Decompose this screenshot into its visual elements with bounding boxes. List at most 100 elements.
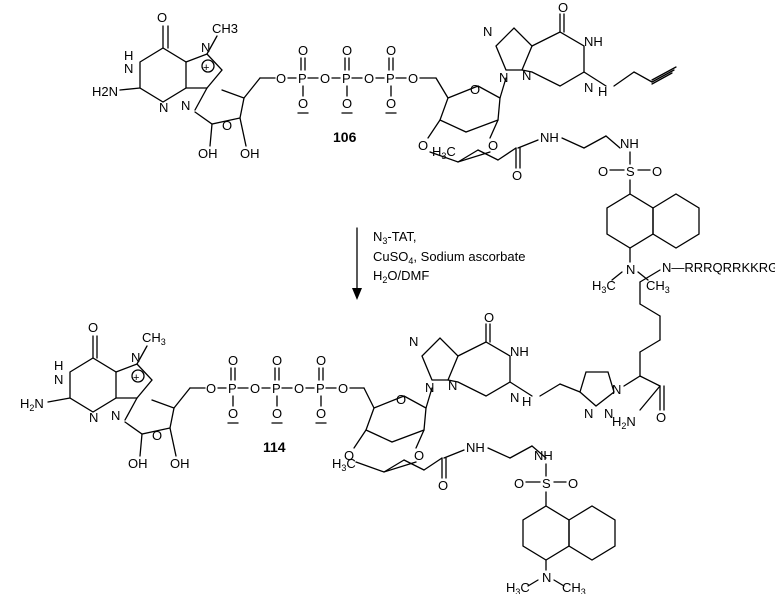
svg-text:O: O: [298, 96, 308, 111]
top-dansyl-methyl-2: CH3: [646, 278, 670, 295]
top-right-sugar: O O O H3C O NH NH S O O: [418, 77, 662, 195]
svg-text:N: N: [584, 80, 593, 95]
svg-text:O: O: [514, 476, 524, 491]
svg-text:O: O: [276, 71, 286, 86]
reagent-line-3: H2O/DMF: [373, 268, 429, 285]
svg-text:O: O: [298, 43, 308, 58]
reagent-line-2: CuSO4, Sodium ascorbate: [373, 249, 525, 266]
top-left-sugar: O OH OH: [194, 77, 276, 161]
bottom-right-base: O N N N NH N H: [409, 310, 581, 409]
top-dansyl: N H3C CH3: [592, 193, 700, 295]
svg-text:O: O: [598, 164, 608, 179]
reagent-line-1: N3-TAT,: [373, 229, 417, 246]
svg-text:N: N: [542, 570, 551, 585]
svg-text:N: N: [54, 372, 63, 387]
svg-text:S: S: [626, 164, 635, 179]
svg-text:P: P: [228, 381, 237, 396]
svg-text:O: O: [250, 381, 260, 396]
lysine-chain: N—RRRQRRKKRG O H2N: [612, 260, 775, 431]
svg-text:NH: NH: [584, 34, 603, 49]
svg-text:O: O: [484, 310, 494, 325]
compound-106: O CH3 H2N H N N N N + O OH OH O P: [92, 0, 700, 295]
svg-text:O: O: [438, 478, 448, 493]
svg-text:H: H: [522, 394, 531, 409]
top-dansyl-methyl-1: H3C: [592, 278, 616, 295]
svg-text:CH3: CH3: [562, 580, 586, 594]
svg-text:OH: OH: [128, 456, 148, 471]
bottom-dansyl: N H3C CH3: [506, 505, 616, 594]
svg-text:O: O: [418, 138, 428, 153]
svg-text:O: O: [512, 168, 522, 183]
bottom-right-sugar: O O O H3C O NH NH S O O: [332, 387, 578, 507]
svg-text:P: P: [316, 381, 325, 396]
svg-text:P: P: [342, 71, 351, 86]
compound-number-106: 106: [333, 129, 357, 145]
svg-text:NH: NH: [620, 136, 639, 151]
svg-text:OH: OH: [170, 456, 190, 471]
svg-text:O: O: [568, 476, 578, 491]
svg-text:N: N: [425, 380, 434, 395]
svg-text:N: N: [89, 410, 98, 425]
svg-text:NH: NH: [510, 344, 529, 359]
svg-text:O: O: [342, 43, 352, 58]
svg-text:O: O: [488, 138, 498, 153]
top-n-1: N: [124, 61, 133, 76]
svg-text:O: O: [408, 71, 418, 86]
svg-text:S: S: [542, 476, 551, 491]
svg-text:N: N: [448, 378, 457, 393]
top-nh-left: H: [124, 48, 133, 63]
svg-text:O: O: [316, 406, 326, 421]
svg-text:O: O: [396, 392, 406, 407]
svg-text:N: N: [409, 334, 418, 349]
svg-text:P: P: [386, 71, 395, 86]
svg-text:CH3: CH3: [142, 330, 166, 347]
reaction-arrow: N3-TAT, CuSO4, Sodium ascorbate H2O/DMF: [352, 227, 525, 300]
triazole-ring: N N N: [579, 371, 641, 421]
compound-number-114: 114: [263, 439, 286, 455]
top-n-3: N: [201, 40, 210, 55]
bottom-left-base: O CH3 H2N H N N N N +: [20, 320, 166, 425]
top-right-base: O N N N NH N H: [483, 0, 677, 99]
top-n-2: N: [159, 100, 168, 115]
top-amine: H2N: [92, 84, 118, 99]
svg-text:N: N: [604, 406, 613, 421]
svg-text:N: N: [483, 24, 492, 39]
svg-text:O: O: [228, 353, 238, 368]
svg-text:N: N: [584, 406, 593, 421]
top-carbonyl-o: O: [157, 10, 167, 25]
svg-text:N: N: [111, 408, 120, 423]
bottom-triphosphate: O P O P O P O O O O O O O: [206, 353, 365, 424]
top-triphosphate: O P O P O P O O O O O O O: [276, 43, 437, 114]
top-left-base: O CH3 H2N H N N N N +: [92, 10, 238, 115]
svg-text:N: N: [499, 70, 508, 85]
peptide-chain: N—RRRQRRKKRG: [662, 260, 775, 275]
svg-text:O: O: [386, 43, 396, 58]
svg-text:O: O: [338, 381, 348, 396]
top-plus: +: [203, 62, 209, 74]
svg-text:+: +: [133, 372, 139, 384]
top-methyl: CH3: [212, 21, 238, 36]
top-hydroxyl-2: OH: [240, 146, 260, 161]
svg-text:O: O: [206, 381, 216, 396]
svg-text:P: P: [298, 71, 307, 86]
svg-text:O: O: [272, 353, 282, 368]
svg-text:O: O: [344, 448, 354, 463]
svg-text:P: P: [272, 381, 281, 396]
svg-text:N: N: [626, 262, 635, 277]
svg-text:H: H: [54, 358, 63, 373]
compound-114: O CH3 H2N H N N N N + O OH OH O P O: [20, 260, 775, 594]
svg-text:O: O: [316, 353, 326, 368]
svg-text:H3C: H3C: [506, 580, 530, 594]
svg-text:NH: NH: [534, 448, 553, 463]
svg-text:NH: NH: [540, 130, 559, 145]
svg-text:H3C: H3C: [332, 456, 356, 473]
svg-text:NH: NH: [466, 440, 485, 455]
svg-text:N: N: [612, 382, 621, 397]
top-n-4: N: [181, 98, 190, 113]
svg-text:O: O: [294, 381, 304, 396]
svg-text:O: O: [414, 448, 424, 463]
top-hydroxyl-1: OH: [198, 146, 218, 161]
svg-text:O: O: [342, 96, 352, 111]
top-ring-o: O: [222, 118, 232, 133]
